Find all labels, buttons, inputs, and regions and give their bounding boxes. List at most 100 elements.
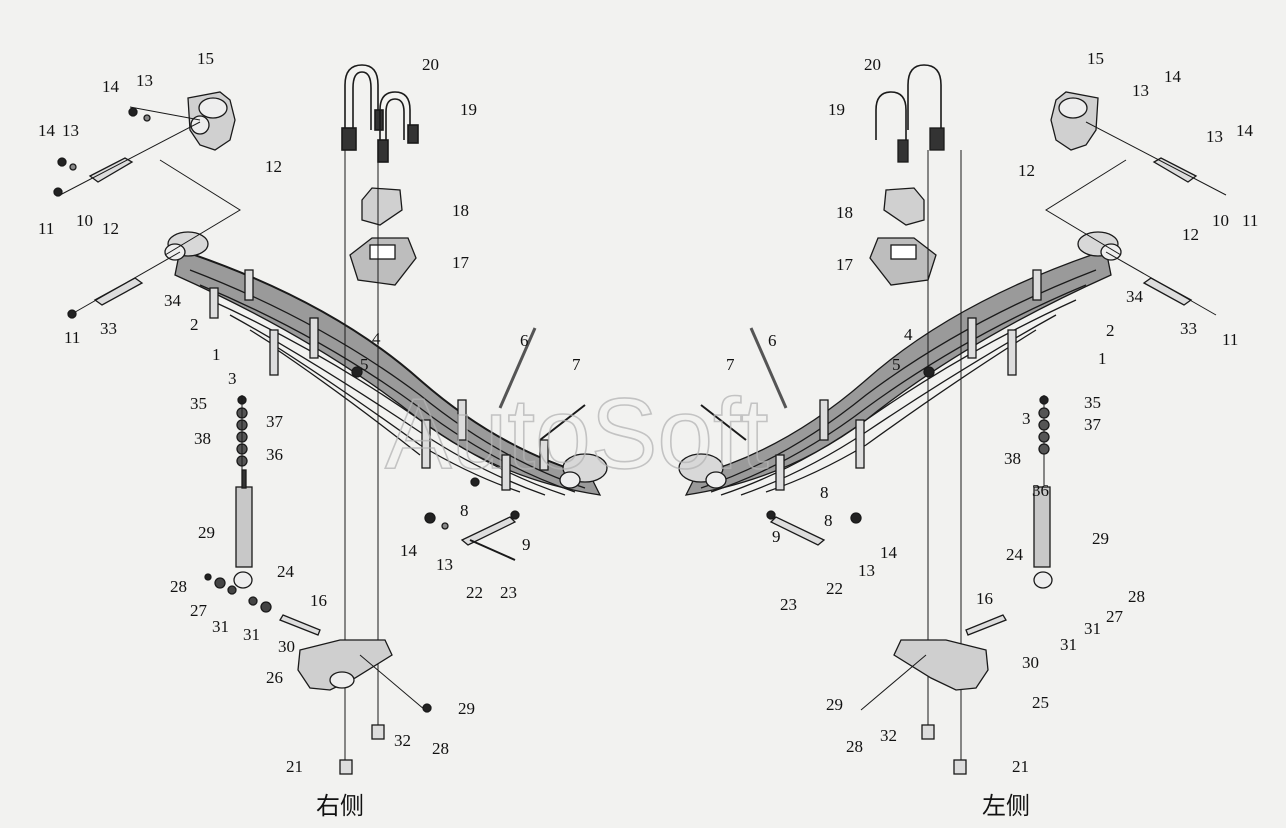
u-bolt-19-right — [377, 91, 419, 163]
right-callout-34: 34 — [164, 291, 182, 310]
right-callout-11: 11 — [64, 328, 80, 347]
left-callout-34: 34 — [1126, 287, 1144, 306]
left-callout-13: 13 — [1132, 81, 1149, 100]
right-callout-18: 18 — [452, 201, 469, 220]
left-callout-10: 10 — [1212, 211, 1229, 230]
right-callout-37: 37 — [266, 412, 284, 431]
left-callout-14: 14 — [1236, 121, 1254, 140]
left-callout-9: 9 — [772, 527, 781, 546]
right-callout-21: 21 — [286, 757, 303, 776]
left-callout-7: 7 — [726, 355, 735, 374]
left-callout-15: 15 — [1087, 49, 1104, 68]
left-callout-24: 24 — [1006, 545, 1024, 564]
shock-absorber-right — [233, 469, 253, 589]
right-callout-31: 31 — [212, 617, 229, 636]
left-callout-29: 29 — [1092, 529, 1109, 548]
right-callout-10: 10 — [76, 211, 93, 230]
side-label-left: 左侧 — [982, 793, 1030, 820]
left-callout-21: 21 — [1012, 757, 1029, 776]
right-callout-19: 19 — [460, 100, 477, 119]
left-callout-22: 22 — [826, 579, 843, 598]
right-callout-29: 29 — [458, 699, 475, 718]
right-callout-14: 14 — [400, 541, 418, 560]
plate-17-right — [349, 237, 417, 286]
left-callout-12: 12 — [1018, 161, 1035, 180]
right-callout-16: 16 — [310, 591, 327, 610]
left-callout-11: 11 — [1242, 211, 1258, 230]
left-callout-14: 14 — [880, 543, 898, 562]
left-callout-18: 18 — [836, 203, 853, 222]
u-bolt-20-right — [341, 64, 384, 151]
right-callout-12: 12 — [102, 219, 119, 238]
left-callout-31: 31 — [1060, 635, 1077, 654]
left-side-assembly — [678, 64, 1227, 775]
left-callout-8: 8 — [824, 511, 833, 530]
left-callout-3: 3 — [1022, 409, 1031, 428]
right-callout-14: 14 — [38, 121, 56, 140]
left-callout-31: 31 — [1084, 619, 1101, 638]
left-callout-27: 27 — [1106, 607, 1124, 626]
right-callout-23: 23 — [500, 583, 517, 602]
right-callout-38: 38 — [194, 429, 211, 448]
right-callout-30: 30 — [278, 637, 295, 656]
left-callout-13: 13 — [1206, 127, 1223, 146]
right-callout-7: 7 — [572, 355, 581, 374]
left-callout-28: 28 — [1128, 587, 1145, 606]
left-callout-36: 36 — [1032, 481, 1049, 500]
left-callout-25: 25 — [1032, 693, 1049, 712]
front-bracket-right — [159, 91, 241, 256]
left-callout-16: 16 — [976, 589, 993, 608]
leaf-spring-right — [164, 231, 608, 496]
right-callout-13: 13 — [436, 555, 453, 574]
left-callout-1: 1 — [1098, 349, 1107, 368]
right-callout-32: 32 — [394, 731, 411, 750]
right-callout-5: 5 — [360, 355, 369, 374]
left-callout-12: 12 — [1182, 225, 1199, 244]
right-callout-22: 22 — [466, 583, 483, 602]
right-callout-20: 20 — [422, 55, 439, 74]
left-callout-5: 5 — [892, 355, 901, 374]
right-callout-15: 15 — [197, 49, 214, 68]
right-callout-29: 29 — [198, 523, 215, 542]
right-callout-3: 3 — [228, 369, 237, 388]
pin-33-right — [93, 277, 144, 306]
left-callout-8: 8 — [820, 483, 829, 502]
left-callout-4: 4 — [904, 325, 913, 344]
right-callout-31: 31 — [243, 625, 260, 644]
left-callout-32: 32 — [880, 726, 897, 745]
left-callout-29: 29 — [826, 695, 843, 714]
right-side-assembly — [53, 64, 608, 775]
right-callout-12: 12 — [265, 157, 282, 176]
right-callout-17: 17 — [452, 253, 470, 272]
left-callout-13: 13 — [858, 561, 875, 580]
right-callout-35: 35 — [190, 394, 207, 413]
right-callout-13: 13 — [62, 121, 79, 140]
left-callout-38: 38 — [1004, 449, 1021, 468]
right-callout-1: 1 — [212, 345, 221, 364]
spacer-18-right — [361, 187, 403, 226]
right-callout-33: 33 — [100, 319, 117, 338]
left-callout-35: 35 — [1084, 393, 1101, 412]
right-callout-24: 24 — [277, 562, 295, 581]
left-callout-30: 30 — [1022, 653, 1039, 672]
right-callout-11: 11 — [38, 219, 54, 238]
right-callout-14: 14 — [102, 77, 120, 96]
left-callout-33: 33 — [1180, 319, 1197, 338]
right-callout-9: 9 — [522, 535, 531, 554]
right-callout-2: 2 — [190, 315, 199, 334]
left-callout-6: 6 — [768, 331, 777, 350]
left-callout-11: 11 — [1222, 330, 1238, 349]
left-callout-37: 37 — [1084, 415, 1102, 434]
right-callout-28: 28 — [170, 577, 187, 596]
right-callout-6: 6 — [520, 331, 529, 350]
left-callout-14: 14 — [1164, 67, 1182, 86]
left-callout-20: 20 — [864, 55, 881, 74]
right-callout-8: 8 — [460, 501, 469, 520]
right-callout-36: 36 — [266, 445, 283, 464]
watermark-text: AutoSoft — [385, 378, 769, 490]
left-callout-19: 19 — [828, 100, 845, 119]
pin-10-right — [88, 157, 134, 183]
